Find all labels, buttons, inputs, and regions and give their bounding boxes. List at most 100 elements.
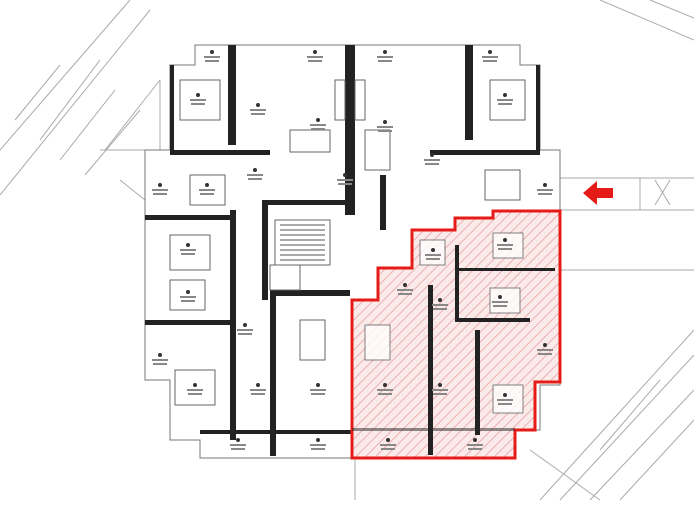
room-label-line [497, 99, 513, 101]
room-label-marker [438, 298, 442, 302]
room-label-line [492, 301, 508, 303]
room-label-marker [383, 50, 387, 54]
room-label-line [537, 349, 553, 351]
room-label-marker [383, 383, 387, 387]
room-label-line [190, 99, 206, 101]
room-label-line [378, 60, 392, 62]
room-label-line [251, 113, 265, 115]
room-label-line [231, 448, 245, 450]
room-label-line [498, 403, 512, 405]
room-label-line [483, 60, 497, 62]
room-label-line [237, 329, 253, 331]
room-label-marker [343, 173, 347, 177]
room-label-line [181, 300, 195, 302]
room-label-line [180, 249, 196, 251]
room-label-line [498, 248, 512, 250]
room-label-line [181, 253, 195, 255]
room-label-line [238, 333, 252, 335]
room-label-line [424, 159, 440, 161]
room-label-marker [386, 438, 390, 442]
room-label-marker [253, 168, 257, 172]
room-label-line [200, 193, 214, 195]
room-label-line [311, 448, 325, 450]
room-label-line [180, 296, 196, 298]
room-label-marker [158, 353, 162, 357]
room-label-marker [313, 50, 317, 54]
room-label-line [433, 308, 447, 310]
room-labels [152, 50, 553, 450]
room-label-line [188, 393, 202, 395]
room-label-marker [438, 383, 442, 387]
room-label-marker [383, 120, 387, 124]
room-label-line [538, 353, 552, 355]
room-label-marker [503, 238, 507, 242]
room-label-line [378, 393, 392, 395]
room-label-line [398, 293, 412, 295]
room-label-line [380, 444, 396, 446]
room-label-marker [543, 343, 547, 347]
room-label-marker [210, 50, 214, 54]
room-label-marker [186, 290, 190, 294]
room-label-line [311, 128, 325, 130]
room-label-line [250, 389, 266, 391]
room-label-marker [193, 383, 197, 387]
room-label-line [467, 444, 483, 446]
room-label-line [251, 393, 265, 395]
room-label-line [191, 103, 205, 105]
room-label-marker [498, 295, 502, 299]
room-label-line [482, 56, 498, 58]
room-label-line [310, 124, 326, 126]
room-label-line [497, 244, 513, 246]
room-label-marker [316, 118, 320, 122]
room-label-line [307, 56, 323, 58]
room-label-line [433, 393, 447, 395]
room-label-line [308, 60, 322, 62]
room-label-line [311, 393, 325, 395]
room-label-line [152, 359, 168, 361]
room-label-line [377, 126, 393, 128]
room-label-line [537, 189, 553, 191]
room-label-line [199, 189, 215, 191]
room-label-line [153, 193, 167, 195]
room-label-line [381, 448, 395, 450]
room-label-line [230, 444, 246, 446]
room-label-line [310, 444, 326, 446]
room-label-line [153, 363, 167, 365]
room-label-line [397, 289, 413, 291]
room-label-marker [196, 93, 200, 97]
room-label-line [337, 179, 353, 181]
room-label-marker [543, 183, 547, 187]
room-label-marker [316, 438, 320, 442]
room-label-marker [473, 438, 477, 442]
room-label-marker [236, 438, 240, 442]
room-label-marker [316, 383, 320, 387]
room-label-line [432, 389, 448, 391]
room-label-marker [488, 50, 492, 54]
room-label-line [310, 389, 326, 391]
room-label-line [338, 183, 352, 185]
room-label-marker [431, 248, 435, 252]
room-label-line [250, 109, 266, 111]
room-label-marker [256, 383, 260, 387]
room-label-line [248, 178, 262, 180]
room-label-line [377, 389, 393, 391]
room-label-line [493, 305, 507, 307]
room-label-line [425, 163, 439, 165]
room-label-line [426, 258, 440, 260]
room-label-marker [158, 183, 162, 187]
room-label-line [468, 448, 482, 450]
room-label-marker [186, 243, 190, 247]
room-label-line [498, 103, 512, 105]
room-label-line [432, 304, 448, 306]
room-label-line [247, 174, 263, 176]
room-label-marker [503, 93, 507, 97]
room-label-line [497, 399, 513, 401]
entrance-arrow-icon [583, 181, 613, 205]
room-label-marker [503, 393, 507, 397]
room-label-marker [256, 103, 260, 107]
room-label-line [378, 130, 392, 132]
room-label-marker [243, 323, 247, 327]
room-label-marker [205, 183, 209, 187]
